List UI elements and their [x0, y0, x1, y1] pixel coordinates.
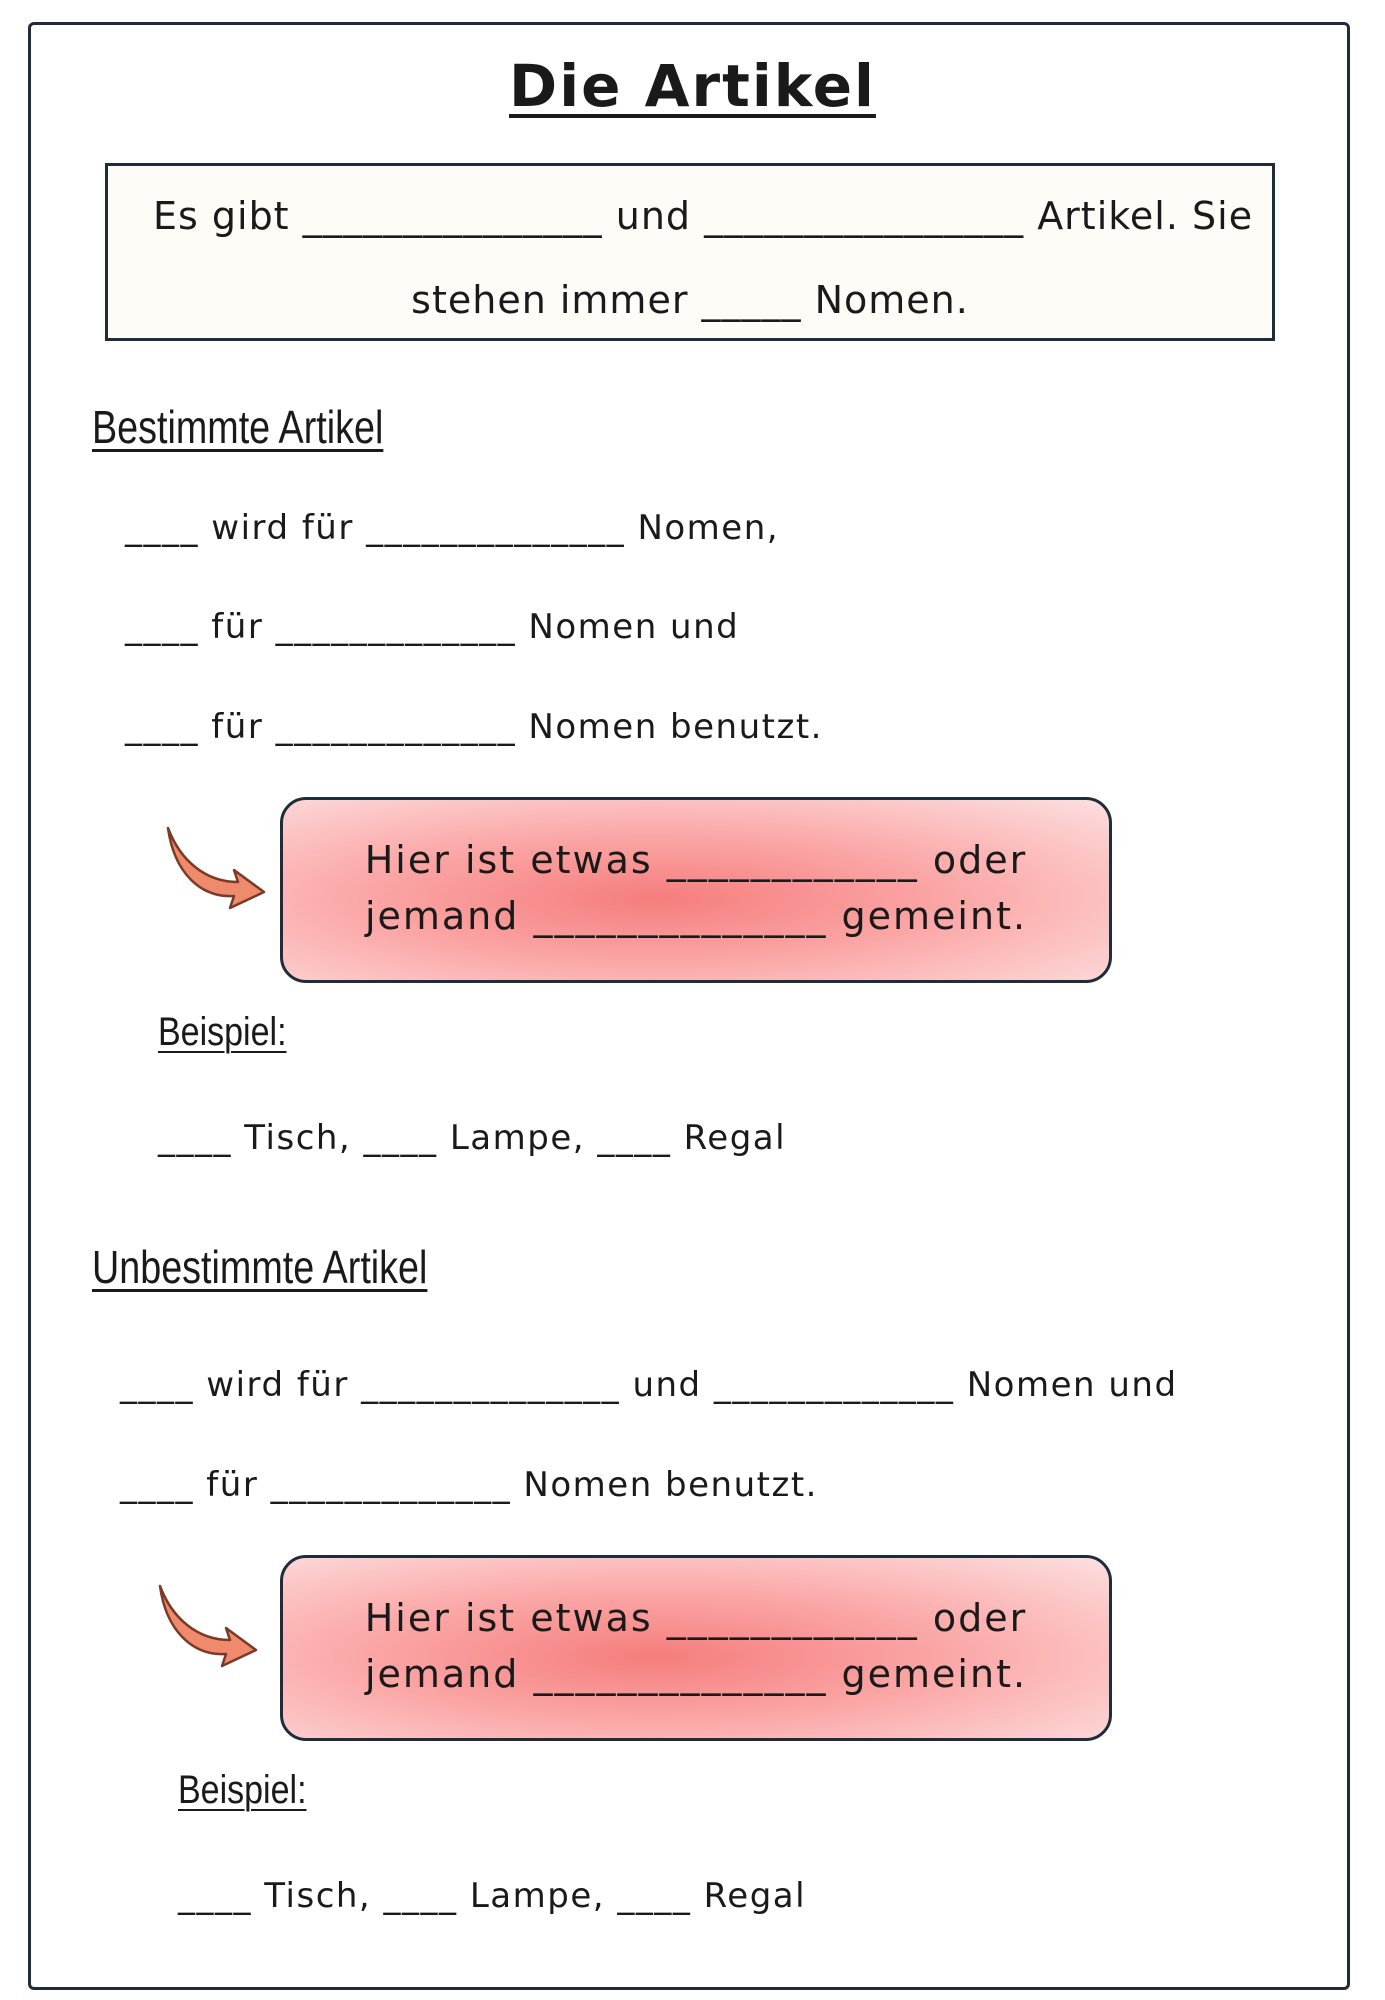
intro-line-2: stehen immer _____ Nomen.	[411, 278, 969, 322]
heading-bestimmte-artikel: Bestimmte Artikel	[92, 401, 384, 453]
indefinite-line-1: ____ wird für ______________ und _______…	[120, 1365, 1178, 1405]
note-definite-line-2: jemand ______________ gemeint.	[364, 894, 1028, 938]
definite-line-1: ____ wird für ______________ Nomen,	[125, 508, 780, 548]
example-label-indefinite: Beispiel:	[178, 1768, 307, 1812]
page-title-text: Die Artikel	[509, 52, 876, 120]
definite-line-3: ____ für _____________ Nomen benutzt.	[125, 707, 823, 747]
heading-unbestimmte-artikel: Unbestimmte Artikel	[92, 1241, 428, 1293]
page-title: Die Artikel	[0, 52, 1385, 120]
curved-arrow-icon	[166, 826, 266, 910]
example-indefinite: ____ Tisch, ____ Lampe, ____ Regal	[178, 1876, 807, 1916]
note-indefinite-line-2: jemand ______________ gemeint.	[364, 1652, 1028, 1696]
page-border	[28, 22, 1350, 1990]
example-definite: ____ Tisch, ____ Lampe, ____ Regal	[158, 1118, 787, 1158]
note-box-indefinite: Hier ist etwas ____________ oder jemand …	[280, 1555, 1112, 1741]
example-label-definite: Beispiel:	[158, 1010, 287, 1054]
note-box-definite: Hier ist etwas ____________ oder jemand …	[280, 797, 1112, 983]
curved-arrow-icon	[158, 1584, 258, 1668]
note-definite-line-1: Hier ist etwas ____________ oder	[364, 838, 1028, 882]
definite-line-2: ____ für _____________ Nomen und	[125, 607, 740, 647]
intro-box: Es gibt _______________ und ____________…	[105, 163, 1275, 341]
intro-line-1: Es gibt _______________ und ____________…	[153, 194, 1254, 238]
note-indefinite-line-1: Hier ist etwas ____________ oder	[364, 1596, 1028, 1640]
indefinite-line-2: ____ für _____________ Nomen benutzt.	[120, 1465, 818, 1505]
